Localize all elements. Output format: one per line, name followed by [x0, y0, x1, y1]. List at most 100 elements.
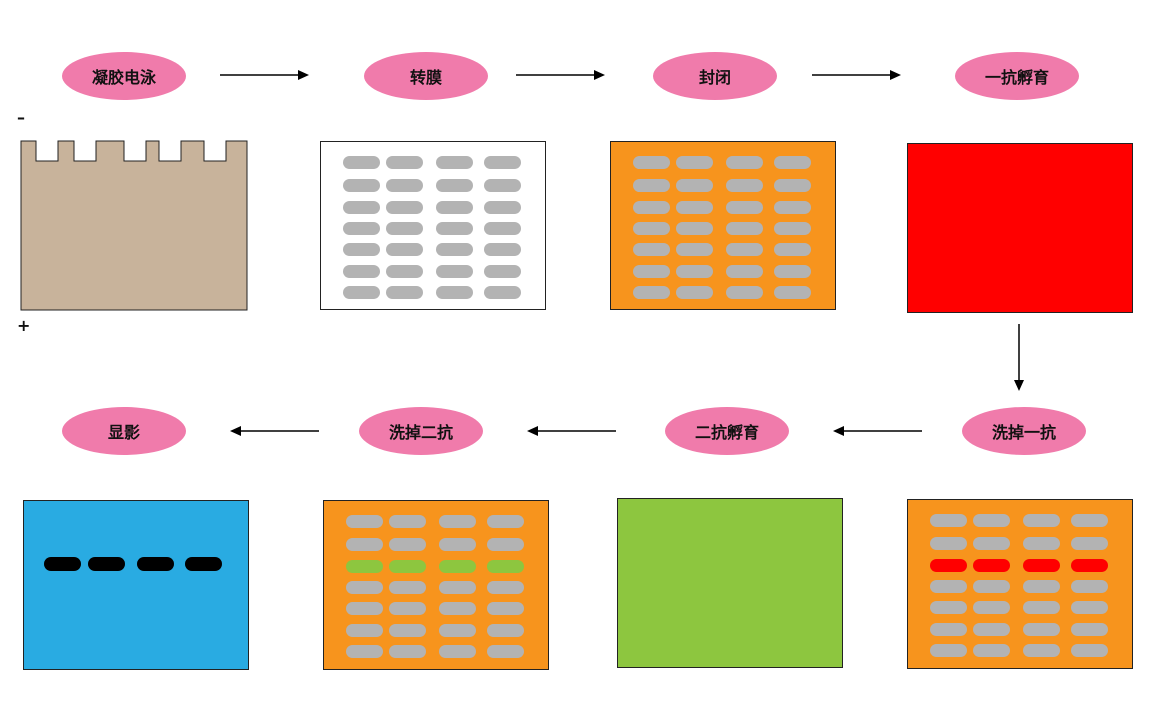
protein-band [487, 602, 524, 615]
protein-band [676, 222, 713, 235]
protein-band [726, 222, 763, 235]
protein-band [1023, 644, 1060, 657]
protein-band [436, 286, 473, 299]
protein-band [343, 201, 380, 214]
protein-band [439, 515, 476, 528]
protein-band [973, 601, 1010, 614]
protein-band [930, 537, 967, 550]
protein-band [1071, 559, 1108, 572]
protein-band [346, 624, 383, 637]
transfer-membrane-panel [320, 141, 546, 310]
step-label-transfer: 转膜 [364, 52, 488, 100]
protein-band [973, 644, 1010, 657]
protein-band [484, 222, 521, 235]
protein-band [487, 538, 524, 551]
arrow-left-3 [230, 426, 319, 436]
protein-band [973, 623, 1010, 636]
protein-band [1071, 623, 1108, 636]
arrow-down [1014, 324, 1024, 391]
protein-band [346, 538, 383, 551]
protein-band [386, 265, 423, 278]
protein-band [386, 286, 423, 299]
positive-electrode-mark: + [17, 316, 31, 335]
protein-band [633, 156, 670, 169]
protein-band [386, 156, 423, 169]
protein-band [343, 179, 380, 192]
protein-band [386, 201, 423, 214]
protein-band [1071, 601, 1108, 614]
protein-band [484, 156, 521, 169]
protein-band [343, 222, 380, 235]
protein-band [1071, 644, 1108, 657]
protein-band [1023, 580, 1060, 593]
protein-band [484, 179, 521, 192]
protein-band [439, 645, 476, 658]
step-label-develop: 显影 [62, 407, 186, 455]
protein-band [439, 560, 476, 573]
protein-band [386, 222, 423, 235]
protein-band [633, 201, 670, 214]
protein-band [774, 156, 811, 169]
protein-band [1071, 514, 1108, 527]
protein-band [676, 243, 713, 256]
arrow-left-2 [527, 426, 616, 436]
detected-band [88, 557, 125, 571]
protein-band [774, 286, 811, 299]
protein-band [1023, 559, 1060, 572]
protein-band [973, 580, 1010, 593]
protein-band [346, 581, 383, 594]
protein-band [1071, 580, 1108, 593]
protein-band [633, 222, 670, 235]
protein-band [676, 265, 713, 278]
arrow-right-2 [516, 70, 605, 80]
protein-band [487, 645, 524, 658]
protein-band [389, 624, 426, 637]
protein-band [389, 560, 426, 573]
protein-band [676, 286, 713, 299]
protein-band [487, 515, 524, 528]
protein-band [436, 179, 473, 192]
protein-band [973, 559, 1010, 572]
protein-band [484, 286, 521, 299]
wash-secondary-panel [323, 500, 549, 670]
protein-band [346, 602, 383, 615]
protein-band [487, 560, 524, 573]
protein-band [726, 243, 763, 256]
protein-band [346, 560, 383, 573]
protein-band [389, 602, 426, 615]
protein-band [930, 623, 967, 636]
negative-electrode-mark: – [17, 108, 25, 127]
gel-panel [20, 140, 248, 311]
arrow-left-1 [833, 426, 922, 436]
protein-band [1023, 514, 1060, 527]
protein-band [386, 179, 423, 192]
protein-band [676, 156, 713, 169]
protein-band [436, 222, 473, 235]
protein-band [633, 286, 670, 299]
protein-band [973, 514, 1010, 527]
protein-band [726, 286, 763, 299]
protein-band [343, 265, 380, 278]
primary-antibody-panel [907, 143, 1133, 313]
protein-band [1023, 537, 1060, 550]
protein-band [436, 265, 473, 278]
protein-band [436, 201, 473, 214]
arrow-right-1 [220, 70, 309, 80]
protein-band [633, 243, 670, 256]
step-label-secondary-incubation: 二抗孵育 [665, 407, 789, 455]
protein-band [676, 201, 713, 214]
protein-band [343, 286, 380, 299]
protein-band [774, 222, 811, 235]
step-label-blocking: 封闭 [653, 52, 777, 100]
protein-band [633, 265, 670, 278]
step-label-wash-primary: 洗掉一抗 [962, 407, 1086, 455]
protein-band [389, 538, 426, 551]
protein-band [487, 624, 524, 637]
detected-band [44, 557, 81, 571]
protein-band [343, 156, 380, 169]
protein-band [973, 537, 1010, 550]
protein-band [436, 156, 473, 169]
blocking-panel [610, 141, 836, 310]
step-label-primary-incubation: 一抗孵育 [955, 52, 1079, 100]
protein-band [439, 538, 476, 551]
